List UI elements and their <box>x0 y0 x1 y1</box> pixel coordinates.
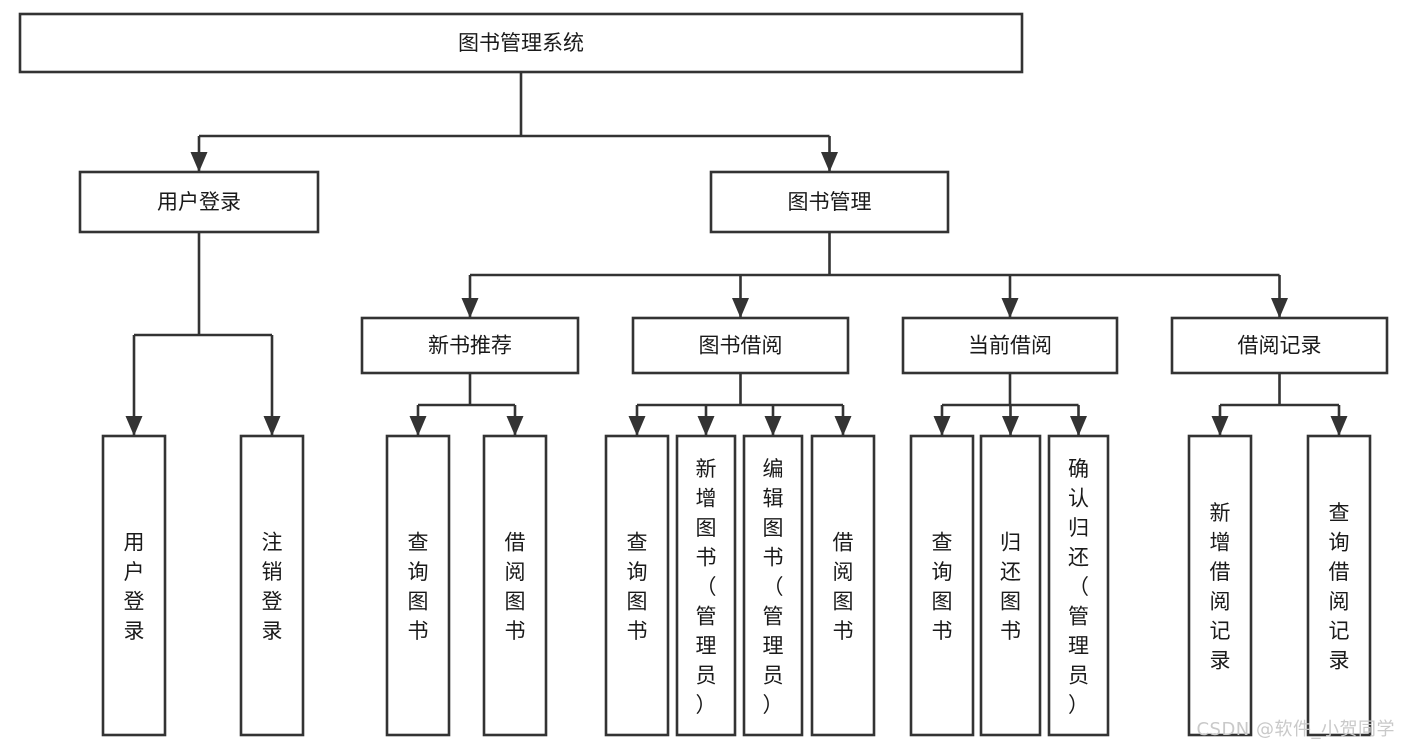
arrow-head-icon-leaf-0 <box>125 416 143 436</box>
node-box-leaf-query-record <box>1306 434 1372 737</box>
node-label-leaf-add-record: 新增借阅记录 <box>1210 501 1231 673</box>
node-leaf-user-login[interactable]: 用户登录 <box>101 434 167 737</box>
node-box-borrow-record <box>1170 316 1389 375</box>
node-leaf-edit-book[interactable]: 编辑图书（管理员） <box>742 434 804 737</box>
node-borrow-record[interactable]: 借阅记录 <box>1170 316 1389 375</box>
node-leaf-borrow-book-2[interactable]: 借阅图书 <box>810 434 876 737</box>
arrow-head-icon-l3-1 <box>732 298 749 318</box>
node-box-leaf-edit-book <box>742 434 804 737</box>
connectors-layer <box>125 72 1348 436</box>
node-book-borrow[interactable]: 图书借阅 <box>631 316 850 375</box>
node-current-borrow[interactable]: 当前借阅 <box>901 316 1119 375</box>
node-leaf-add-book[interactable]: 新增图书（管理员） <box>675 434 737 737</box>
watermark-label: CSDN @软件_小贺同学 <box>1196 719 1395 740</box>
arrow-head-icon-l2-0 <box>190 152 208 172</box>
arrow-head-icon-leaf-4 <box>628 416 646 436</box>
arrow-head-icon-leaf-7 <box>834 416 852 436</box>
node-box-book-borrow <box>631 316 850 375</box>
node-root[interactable]: 图书管理系统 <box>18 12 1024 74</box>
node-box-leaf-logout <box>239 434 305 737</box>
node-leaf-logout[interactable]: 注销登录 <box>239 434 305 737</box>
arrow-head-icon-l3-2 <box>1001 298 1019 318</box>
node-label-borrow-record: 借阅记录 <box>1238 334 1322 358</box>
node-leaf-borrow-book-1[interactable]: 借阅图书 <box>482 434 548 737</box>
node-label-root: 图书管理系统 <box>458 31 584 55</box>
node-user-login[interactable]: 用户登录 <box>78 170 320 234</box>
node-label-leaf-query-book-2: 查询图书 <box>627 531 648 644</box>
node-box-book-manage <box>709 170 950 234</box>
node-label-leaf-confirm-return: 确认归还（管理员） <box>1068 457 1089 717</box>
node-label-leaf-user-login: 用户登录 <box>124 531 145 644</box>
node-leaf-return-book[interactable]: 归还图书 <box>979 434 1042 737</box>
node-label-leaf-logout: 注销登录 <box>262 531 283 644</box>
node-box-root <box>18 12 1024 74</box>
node-label-leaf-borrow-book-2: 借阅图书 <box>833 531 854 644</box>
nodes-layer: 图书管理系统用户登录图书管理新书推荐图书借阅当前借阅借阅记录用户登录注销登录查询… <box>18 12 1389 737</box>
node-new-book-recommend[interactable]: 新书推荐 <box>360 316 580 375</box>
node-label-new-book-recommend: 新书推荐 <box>428 334 512 358</box>
arrow-head-icon-leaf-11 <box>1211 416 1229 436</box>
node-leaf-query-book-1[interactable]: 查询图书 <box>385 434 451 737</box>
node-box-leaf-query-book-3 <box>909 434 975 737</box>
node-leaf-query-record[interactable]: 查询借阅记录 <box>1306 434 1372 737</box>
node-leaf-confirm-return[interactable]: 确认归还（管理员） <box>1047 434 1110 737</box>
arrow-head-icon-l3-0 <box>461 298 479 318</box>
node-label-book-manage: 图书管理 <box>788 190 872 214</box>
node-label-user-login: 用户登录 <box>157 190 241 214</box>
node-leaf-add-record[interactable]: 新增借阅记录 <box>1187 434 1253 737</box>
arrow-head-icon-l3-3 <box>1271 298 1288 318</box>
node-label-leaf-query-book-1: 查询图书 <box>408 531 429 644</box>
node-box-new-book-recommend <box>360 316 580 375</box>
node-box-leaf-add-record <box>1187 434 1253 737</box>
node-label-leaf-return-book: 归还图书 <box>1000 531 1021 644</box>
arrow-head-icon-leaf-1 <box>263 416 281 436</box>
node-label-leaf-add-book: 新增图书（管理员） <box>696 457 717 717</box>
node-label-book-borrow: 图书借阅 <box>699 334 783 358</box>
node-box-user-login <box>78 170 320 234</box>
node-box-leaf-add-book <box>675 434 737 737</box>
arrow-head-icon-leaf-12 <box>1330 416 1348 436</box>
arrow-head-icon-leaf-6 <box>764 416 782 436</box>
arrow-head-icon-leaf-8 <box>933 416 951 436</box>
node-label-leaf-query-book-3: 查询图书 <box>932 531 953 644</box>
node-box-leaf-borrow-book-2 <box>810 434 876 737</box>
arrow-head-icon-leaf-5 <box>697 416 715 436</box>
node-label-current-borrow: 当前借阅 <box>968 334 1052 358</box>
node-box-leaf-borrow-book-1 <box>482 434 548 737</box>
arrow-head-icon-leaf-2 <box>409 416 427 436</box>
node-label-leaf-edit-book: 编辑图书（管理员） <box>763 457 784 717</box>
node-leaf-query-book-2[interactable]: 查询图书 <box>604 434 670 737</box>
node-label-leaf-borrow-book-1: 借阅图书 <box>505 531 526 644</box>
arrow-head-icon-leaf-3 <box>506 416 524 436</box>
node-box-leaf-query-book-2 <box>604 434 670 737</box>
node-box-leaf-confirm-return <box>1047 434 1110 737</box>
node-leaf-query-book-3[interactable]: 查询图书 <box>909 434 975 737</box>
node-box-current-borrow <box>901 316 1119 375</box>
arrow-head-icon-leaf-10 <box>1070 416 1087 436</box>
node-box-leaf-user-login <box>101 434 167 737</box>
node-box-leaf-query-book-1 <box>385 434 451 737</box>
arrow-head-icon-leaf-9 <box>1002 416 1019 436</box>
node-book-manage[interactable]: 图书管理 <box>709 170 950 234</box>
node-box-leaf-return-book <box>979 434 1042 737</box>
node-label-leaf-query-record: 查询借阅记录 <box>1329 501 1350 673</box>
arrow-head-icon-l2-1 <box>821 152 838 172</box>
